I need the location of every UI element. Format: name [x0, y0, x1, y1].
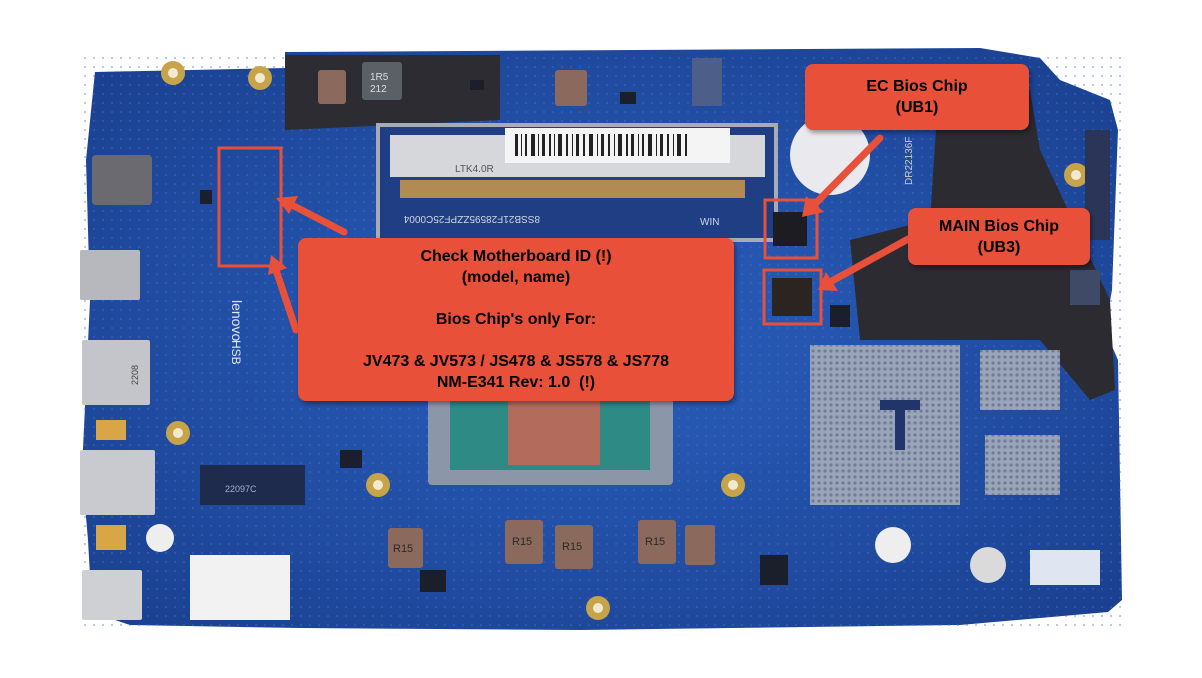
check-id-line: Check Motherboard ID (!): [420, 248, 612, 265]
usb-port-text: 2208: [130, 365, 140, 385]
usb-a-port: [80, 450, 155, 515]
main-bios-callout-title: MAIN Bios Chip: [939, 217, 1059, 235]
inductor-label-2: 212: [370, 84, 387, 95]
label-sticker: [1030, 550, 1100, 585]
component-block: [318, 70, 346, 104]
memory-bga-2: [985, 435, 1060, 495]
bios-chip-scope-line: Bios Chip's only For:: [435, 311, 597, 328]
inductors: [388, 520, 715, 569]
ub1-chip: [773, 212, 807, 246]
ub3-chip: [772, 278, 812, 316]
lenovo-logo: lenovo: [229, 300, 245, 341]
win-label: WIN: [700, 217, 719, 228]
barcode-text: 8SSB21F28595ZZPF25C0004: [403, 213, 540, 224]
usb-port-1: [80, 250, 140, 300]
main-bios-chip-highlight: [762, 268, 823, 326]
ec-bios-chip-highlight: [763, 198, 819, 260]
hsb-label: HSB: [229, 340, 243, 365]
power-port: [82, 570, 142, 620]
fan-opening: [790, 115, 870, 195]
barcode: [515, 134, 687, 156]
board-revision-line: NM-E341 Rev: 1.0 (!): [436, 374, 596, 391]
memory-bga-1: [980, 350, 1060, 410]
cpu-die-core: [508, 400, 600, 465]
memory-label: LTK4.0R: [455, 164, 494, 175]
audio-jack: [92, 155, 152, 205]
gold-pad: [96, 525, 126, 550]
m2-slot: [200, 465, 305, 505]
r15-label: R15: [562, 541, 582, 553]
gold-pad: [96, 420, 126, 440]
main-bios-callout-id: (UB3): [977, 238, 1021, 256]
check-motherboard-id-callout: Check Motherboard ID (!) (model, name) B…: [298, 238, 734, 401]
component-block: [555, 70, 587, 106]
bottom-connector: [190, 555, 290, 620]
check-id-subline: (model, name): [461, 269, 571, 286]
gpu-bga-marker: [880, 400, 920, 450]
inductor-1r5: [362, 62, 402, 100]
gpu-bga-pad: [810, 345, 960, 505]
m2-label: 22097C: [225, 484, 257, 494]
arrows: [268, 134, 914, 334]
memory-pins: [400, 180, 745, 198]
compatible-models-line: JV473 & JV573 / JS478 & JS578 & JS778: [363, 353, 669, 370]
r15-label: R15: [393, 543, 413, 555]
main-bios-chip-callout: MAIN Bios Chip (UB3): [908, 208, 1090, 265]
usb-port-2: [82, 340, 150, 405]
chip-label: DR22136F: [904, 137, 915, 185]
ec-bios-callout-title: EC Bios Chip: [866, 78, 968, 95]
mounting-holes: [146, 61, 1088, 620]
ec-bios-callout-id: (UB1): [895, 99, 939, 116]
motherboard-id-highlight: [217, 146, 283, 268]
r15-label: R15: [512, 536, 532, 548]
r15-label: R15: [645, 536, 665, 548]
ec-bios-chip-callout: EC Bios Chip (UB1): [805, 64, 1029, 130]
inductor-label: 1R5: [370, 72, 389, 83]
